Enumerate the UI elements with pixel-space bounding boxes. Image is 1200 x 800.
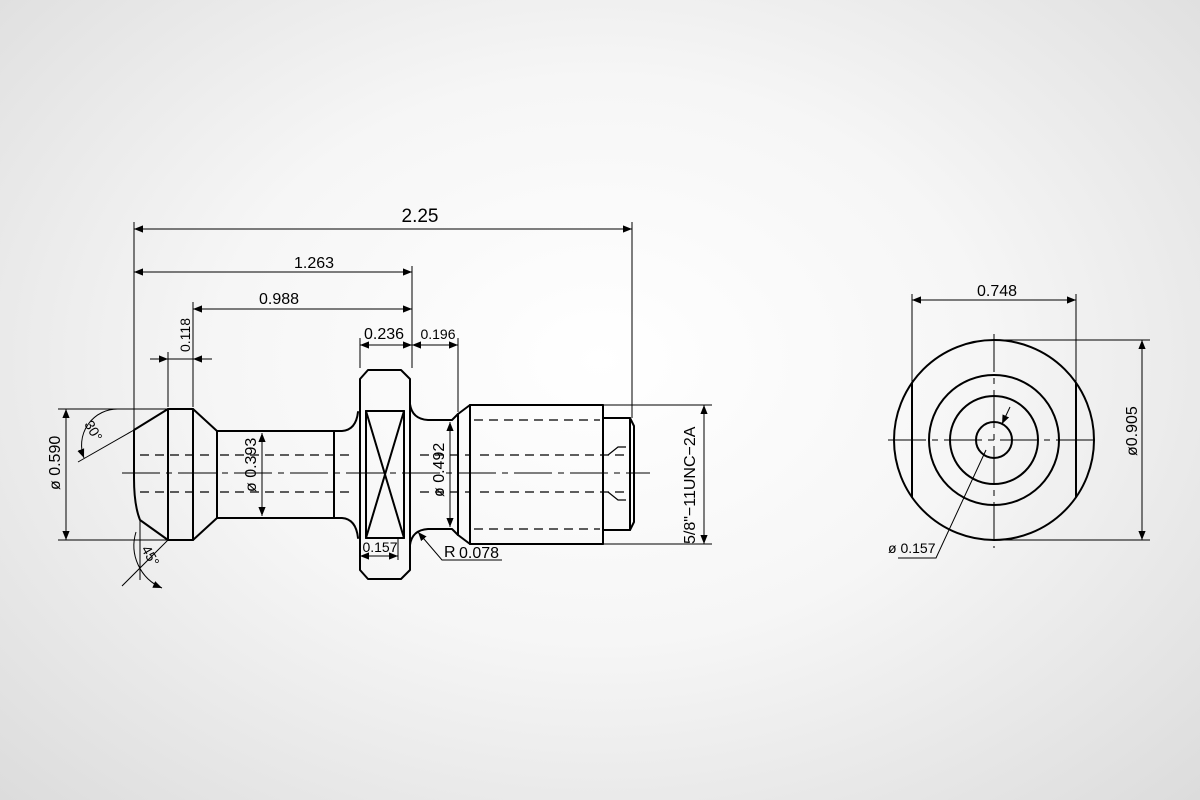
dim-relief-diameter: ø 0.492: [431, 443, 448, 497]
thread-spec: 5/8"−11UNC−2A: [682, 426, 699, 544]
dim-head-width: 0.118: [177, 318, 193, 352]
dim-neck-length: 0.988: [259, 291, 299, 308]
bore-leader-arrow: [1001, 406, 1011, 425]
angle-arc-bottom: [133, 531, 163, 589]
middle-circle: [928, 374, 1060, 506]
fillet-radius-value: 0.078: [459, 545, 499, 562]
relief-groove: [409, 403, 470, 546]
dim-overall-length: 2.25: [402, 206, 439, 227]
dim-flat-width: 0.157: [362, 539, 397, 555]
neck: [216, 411, 359, 539]
angle-arc-top: [77, 408, 119, 459]
pull-stud-head: [133, 408, 218, 541]
dim-flange-width: 0.236: [364, 326, 404, 343]
fillet-radius-prefix: R: [444, 544, 456, 561]
dim-flange-position: 1.263: [294, 255, 334, 272]
bore-leader: [898, 449, 987, 559]
dim-relief-width: 0.196: [420, 326, 455, 342]
inner-circle: [949, 395, 1039, 485]
threaded-shank: [457, 404, 635, 545]
dim-outer-diameter: ø0.905: [1124, 406, 1141, 456]
dim-bore-diameter: ø 0.157: [888, 540, 936, 556]
dim-neck-diameter: ø 0.393: [243, 438, 260, 492]
dim-head-diameter: ø 0.590: [47, 436, 64, 490]
dim-end-width: 0.748: [977, 283, 1017, 300]
fillet-radius-leader: [417, 531, 502, 561]
flange: [359, 369, 411, 580]
dim-head-angle-bottom: 45°: [138, 543, 162, 569]
end-view: 0.748 ø0.905 ø 0.157: [888, 283, 1150, 559]
side-view: 2.25 1.263 0.988 0.118 0.236 0.196 ø 0.5…: [47, 206, 712, 589]
bore-circle: [975, 421, 1013, 459]
angle-leader-diagonal: [121, 539, 169, 587]
extension-lines: [58, 222, 712, 560]
angle-leader-top: [77, 429, 135, 463]
dim-head-angle-top: 30°: [81, 418, 105, 444]
